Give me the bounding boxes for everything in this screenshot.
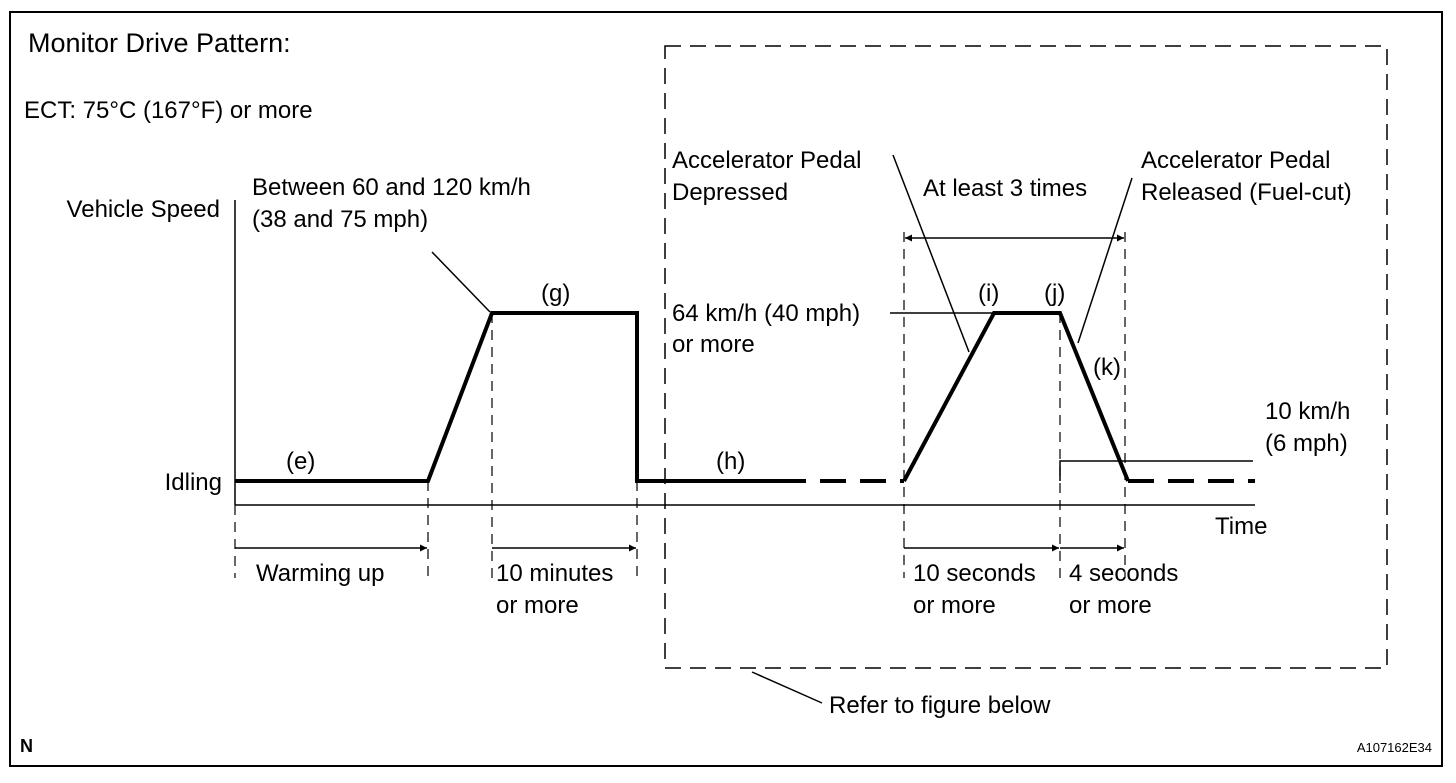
step-label-g: (g) — [541, 280, 570, 307]
pedal-released-label: Accelerator Pedal — [1141, 147, 1330, 174]
speed-profile-acceleration-cycle — [902, 311, 1130, 482]
repeat-count-label: At least 3 times — [923, 175, 1087, 202]
speed-threshold-10-label: 10 km/h — [1265, 398, 1350, 425]
duration-k-label: 4 seconds — [1069, 560, 1178, 587]
pedal-released-label-2: Released (Fuel-cut) — [1141, 179, 1352, 206]
step-label-e: (e) — [286, 448, 315, 475]
corner-mark: N — [20, 736, 33, 756]
speed-profile-main — [235, 311, 780, 483]
duration-warming-up: Warming up — [256, 560, 384, 587]
speed-threshold-10-label-2: (6 mph) — [1265, 430, 1348, 457]
pedal-depressed-label: Accelerator Pedal — [672, 147, 861, 174]
leader-lines — [431, 154, 1133, 704]
speed-range-label: Between 60 and 120 km/h — [252, 174, 531, 201]
idle-label: Idling — [165, 469, 222, 496]
step-label-i: (i) — [978, 280, 999, 307]
time-guides — [234, 232, 1126, 578]
duration-g-label: 10 minutes — [496, 560, 613, 587]
speed-threshold-64-label: 64 km/h (40 mph) — [672, 300, 860, 327]
refer-note: Refer to figure below — [829, 692, 1051, 719]
duration-k-label-2: or more — [1069, 592, 1152, 619]
diagram-title: Monitor Drive Pattern: — [28, 28, 291, 58]
y-axis-label: Vehicle Speed — [67, 196, 220, 223]
pedal-depressed-label-2: Depressed — [672, 179, 788, 206]
speed-threshold-64-label-2: or more — [672, 331, 755, 358]
duration-g-label-2: or more — [496, 592, 579, 619]
step-label-j: (j) — [1044, 280, 1065, 307]
speed-range-label-mph: (38 and 75 mph) — [252, 206, 428, 233]
x-axis-label: Time — [1215, 513, 1267, 540]
duration-i-label: 10 seconds — [913, 560, 1036, 587]
duration-arrows — [235, 234, 1124, 552]
speed-threshold-10-line — [1059, 460, 1253, 481]
ect-condition: ECT: 75°C (167°F) or more — [24, 97, 313, 124]
step-label-k: (k) — [1093, 354, 1121, 381]
figure-id: A107162E34 — [1357, 740, 1432, 755]
outer-frame — [9, 11, 1443, 767]
step-label-h: (h) — [716, 448, 745, 475]
duration-i-label-2: or more — [913, 592, 996, 619]
reference-region-box — [664, 45, 1388, 669]
